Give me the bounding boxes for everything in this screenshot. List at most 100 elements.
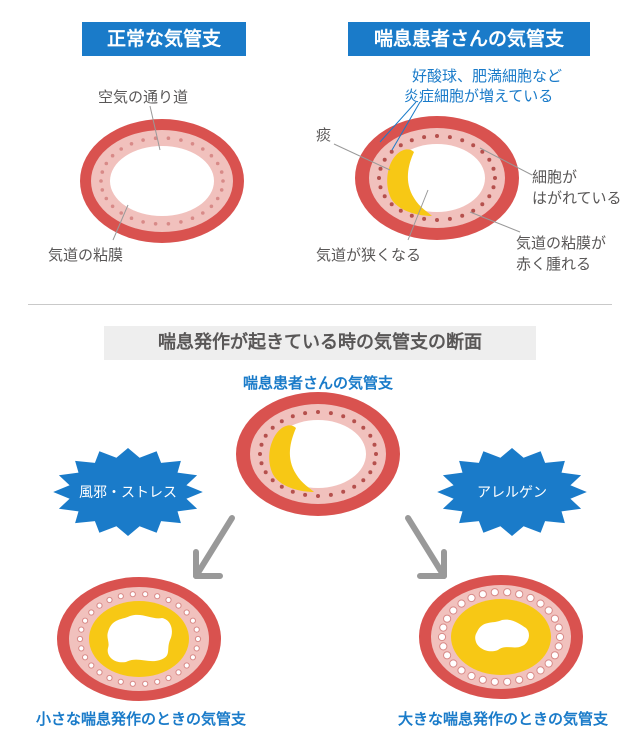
- cell-dot: [96, 669, 103, 676]
- cell-dot: [190, 142, 195, 146]
- cell-dot: [372, 461, 377, 466]
- cell-dot: [96, 602, 103, 609]
- cell-dot: [447, 216, 452, 221]
- cell-dot: [554, 642, 563, 651]
- section-title: 喘息発作が起きている時の気管支の断面: [104, 326, 536, 360]
- cell-dot: [110, 204, 115, 209]
- cell-dot: [219, 170, 224, 174]
- cell-dot: [328, 411, 333, 416]
- cell-dot: [409, 138, 414, 143]
- cell-dot: [422, 216, 427, 221]
- cell-dot: [374, 452, 378, 456]
- cell-dot: [550, 614, 560, 623]
- cell-dot: [179, 138, 183, 142]
- cell-dot: [526, 671, 535, 681]
- cell-dot: [316, 410, 320, 414]
- cell-dot: [437, 632, 447, 642]
- trigger-burst-left: [53, 448, 203, 536]
- cell-dot: [129, 216, 134, 220]
- cell-dot: [439, 623, 448, 632]
- cell-dot: [409, 213, 414, 218]
- cell-dot: [259, 461, 264, 466]
- cell-dot: [389, 202, 394, 207]
- cell-dot: [471, 208, 476, 213]
- arrow-left: [193, 515, 235, 579]
- cell-dot: [154, 593, 161, 600]
- cell-dot: [526, 593, 535, 603]
- asthma-bronchus: [355, 116, 519, 240]
- cell-dot: [76, 635, 84, 643]
- cell-dot: [550, 651, 560, 660]
- cell-dot: [478, 590, 487, 599]
- cell-dot: [382, 194, 387, 199]
- phlegm-shape: [387, 149, 432, 216]
- normal-bronchus: [80, 119, 244, 243]
- label-mucosa: 気道の粘膜: [48, 246, 124, 264]
- cell-dot: [154, 678, 161, 685]
- label-air-path: 空気の通り道: [98, 88, 189, 106]
- large-attack-caption: 大きな喘息発作のときの気管支: [397, 710, 608, 728]
- cell-dot: [361, 478, 366, 483]
- cell-dot: [165, 596, 172, 604]
- cell-dot: [398, 208, 403, 213]
- cell-dot: [215, 196, 220, 201]
- cell-dot: [166, 136, 171, 140]
- cell-dot: [153, 222, 158, 226]
- cell-dot: [536, 666, 545, 675]
- cell-dot: [183, 609, 190, 616]
- cell-dot: [382, 157, 387, 162]
- cell-dot: [443, 651, 452, 660]
- label-peeling-line2: はがれている: [532, 189, 622, 207]
- cell-dot: [544, 606, 553, 615]
- cell-dot: [352, 419, 357, 424]
- cell-dot: [536, 599, 545, 608]
- cell-dot: [104, 196, 109, 201]
- cell-dot: [129, 142, 134, 146]
- cell-dot: [270, 425, 275, 430]
- cell-dot: [435, 218, 439, 222]
- cell-dot: [129, 591, 136, 598]
- cell-dot: [119, 147, 123, 151]
- cell-dot: [378, 166, 383, 171]
- cell-dot: [106, 596, 113, 604]
- cell-dot: [175, 602, 182, 609]
- cell-dot: [460, 138, 465, 143]
- center-bronchus: [236, 392, 400, 516]
- center-caption: 喘息患者さんの気管支: [242, 374, 393, 392]
- cell-dot: [263, 433, 268, 438]
- cell-dot: [449, 659, 458, 668]
- cell-dot: [189, 654, 196, 661]
- cell-dot: [491, 185, 496, 190]
- cell-dot: [515, 675, 524, 684]
- small-attack-bronchus: [57, 577, 221, 701]
- cell-dot: [82, 617, 89, 624]
- cell-dot: [449, 606, 458, 615]
- section-divider: [28, 304, 612, 305]
- cell-dot: [270, 478, 275, 483]
- cell-dot: [88, 662, 95, 669]
- cell-dot: [487, 157, 492, 162]
- cell-dot: [141, 220, 145, 224]
- cell-dot: [106, 674, 113, 682]
- cell-dot: [341, 414, 346, 419]
- cell-dot: [142, 591, 149, 598]
- cell-dot: [316, 494, 320, 498]
- cell-dot: [179, 220, 183, 224]
- small-attack-caption: 小さな喘息発作のときの気管支: [35, 710, 246, 728]
- cell-dot: [478, 675, 487, 684]
- cell-dot: [78, 626, 85, 633]
- cell-dot: [263, 470, 268, 475]
- cell-dot: [215, 161, 220, 166]
- trigger-burst-right: [437, 448, 587, 536]
- cell-dot: [165, 674, 172, 682]
- cell-dot: [183, 662, 190, 669]
- label-phlegm: 痰: [316, 126, 332, 144]
- cell-dot: [480, 149, 485, 154]
- cell-dot: [467, 671, 476, 681]
- cell-dot: [193, 626, 200, 633]
- cell-dot: [219, 188, 224, 192]
- cell-dot: [258, 452, 262, 456]
- cell-dot: [544, 659, 553, 668]
- cell-dot: [439, 642, 448, 651]
- cell-dot: [443, 614, 452, 623]
